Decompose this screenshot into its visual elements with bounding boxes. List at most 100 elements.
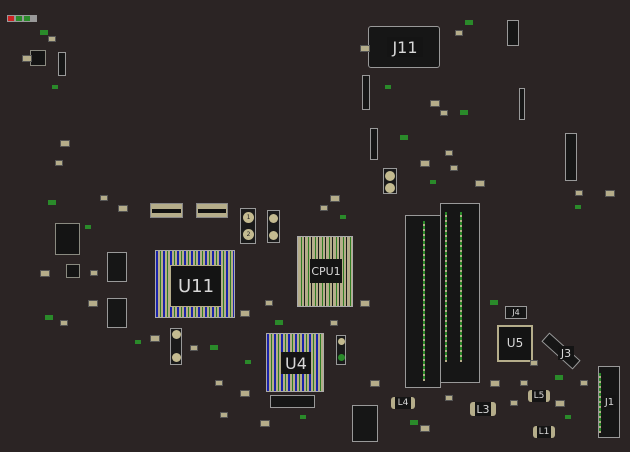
smd-component[interactable] — [370, 380, 380, 387]
status-indicator — [7, 15, 37, 22]
smd-component[interactable] — [118, 205, 128, 212]
smd-component[interactable] — [245, 360, 251, 364]
connector-left-slot[interactable] — [405, 215, 441, 388]
smd-component[interactable] — [450, 165, 458, 171]
smd-component[interactable] — [240, 310, 250, 317]
component-resistor-array-1[interactable] — [150, 203, 183, 218]
smd-component[interactable] — [150, 335, 160, 342]
smd-component[interactable] — [420, 160, 430, 167]
smd-component[interactable] — [55, 160, 63, 166]
component-capacitor-top[interactable] — [383, 168, 397, 194]
component-j4[interactable]: J4 — [505, 306, 527, 319]
smd-component[interactable] — [465, 20, 473, 25]
smd-component[interactable] — [410, 420, 418, 425]
smd-component[interactable] — [45, 315, 53, 320]
label-l5: L5 — [532, 390, 546, 402]
smd-component[interactable] — [445, 150, 453, 156]
smd-component[interactable] — [215, 380, 223, 386]
pin-2: 2 — [243, 229, 254, 240]
smd-component[interactable] — [490, 380, 500, 387]
component-ic-left[interactable] — [55, 223, 80, 255]
smd-component[interactable] — [445, 395, 453, 401]
smd-component[interactable] — [400, 135, 408, 140]
component-connector-bottom[interactable] — [352, 405, 378, 442]
smd-component[interactable] — [520, 380, 528, 386]
component-ic-column-2[interactable] — [107, 298, 127, 328]
smd-component[interactable] — [475, 180, 485, 187]
component-ic-small[interactable] — [66, 264, 80, 278]
smd-component[interactable] — [490, 300, 498, 305]
component-vertical-connector-4[interactable] — [58, 52, 66, 76]
smd-component[interactable] — [330, 320, 338, 326]
smd-component[interactable] — [605, 190, 615, 197]
smd-component[interactable] — [440, 110, 448, 116]
component-ic-column-1[interactable] — [107, 252, 127, 282]
smd-component[interactable] — [360, 300, 370, 307]
smd-component[interactable] — [52, 85, 58, 89]
smd-component[interactable] — [275, 320, 283, 325]
smd-component[interactable] — [40, 270, 50, 277]
component-l4[interactable]: L4 — [391, 397, 415, 409]
smd-component[interactable] — [320, 205, 328, 211]
smd-component[interactable] — [460, 110, 468, 115]
component-cap-pair[interactable] — [336, 335, 346, 365]
component-l5[interactable]: L5 — [528, 390, 550, 402]
smd-component[interactable] — [240, 390, 250, 397]
component-l1[interactable]: L1 — [533, 426, 555, 438]
smd-component[interactable] — [555, 400, 565, 407]
label-j4: J4 — [510, 308, 522, 317]
smd-component[interactable] — [565, 415, 571, 419]
smd-component[interactable] — [210, 345, 218, 350]
smd-component[interactable] — [190, 345, 198, 351]
smd-component[interactable] — [135, 340, 141, 344]
component-cpu1[interactable]: CPU1 — [297, 236, 353, 307]
smd-component[interactable] — [530, 360, 538, 366]
component-connector-bottomstrip[interactable] — [270, 395, 315, 408]
component-l3[interactable]: L3 — [470, 402, 496, 416]
smd-component[interactable] — [360, 45, 370, 52]
component-ic-topleft[interactable] — [30, 50, 46, 66]
component-resistor-array-2[interactable] — [196, 203, 228, 218]
smd-component[interactable] — [575, 205, 581, 209]
smd-component[interactable] — [260, 420, 270, 427]
smd-component[interactable] — [420, 425, 430, 432]
smd-component[interactable] — [60, 140, 70, 147]
component-j1[interactable]: J1 — [598, 366, 620, 438]
component-u11[interactable]: U11 — [155, 250, 235, 318]
smd-component[interactable] — [575, 190, 583, 196]
smd-component[interactable] — [100, 195, 108, 201]
smd-component[interactable] — [555, 375, 563, 380]
smd-component[interactable] — [300, 415, 306, 419]
smd-component[interactable] — [330, 195, 340, 202]
smd-component[interactable] — [48, 36, 56, 42]
smd-component[interactable] — [90, 270, 98, 276]
smd-component[interactable] — [455, 30, 463, 36]
smd-component[interactable] — [60, 320, 68, 326]
smd-component[interactable] — [510, 400, 518, 406]
smd-component[interactable] — [88, 300, 98, 307]
smd-component[interactable] — [22, 55, 32, 62]
component-vertical-connector-3[interactable] — [519, 88, 525, 120]
smd-component[interactable] — [48, 200, 56, 205]
component-j11[interactable]: J11 — [368, 26, 440, 68]
component-connector-mid[interactable] — [565, 133, 577, 181]
smd-component[interactable] — [430, 100, 440, 107]
smd-component[interactable] — [430, 180, 436, 184]
smd-component[interactable] — [385, 85, 391, 89]
smd-component[interactable] — [340, 215, 346, 219]
connector-right-slot[interactable] — [440, 203, 480, 383]
smd-component[interactable] — [85, 225, 91, 229]
smd-component[interactable] — [40, 30, 48, 35]
smd-component[interactable] — [265, 300, 273, 306]
component-vertical-connector-1[interactable] — [362, 75, 370, 110]
component-u5[interactable]: U5 — [497, 325, 533, 362]
component-tall-part[interactable] — [170, 328, 182, 365]
component-crystal[interactable] — [267, 210, 280, 243]
component-u4[interactable]: U4 — [266, 333, 324, 392]
smd-component[interactable] — [580, 380, 588, 386]
component-two-pin-connector[interactable]: 1 2 — [240, 208, 256, 244]
smd-component[interactable] — [220, 412, 228, 418]
component-vertical-connector-2[interactable] — [370, 128, 378, 160]
component-connector-topright[interactable] — [507, 20, 519, 46]
